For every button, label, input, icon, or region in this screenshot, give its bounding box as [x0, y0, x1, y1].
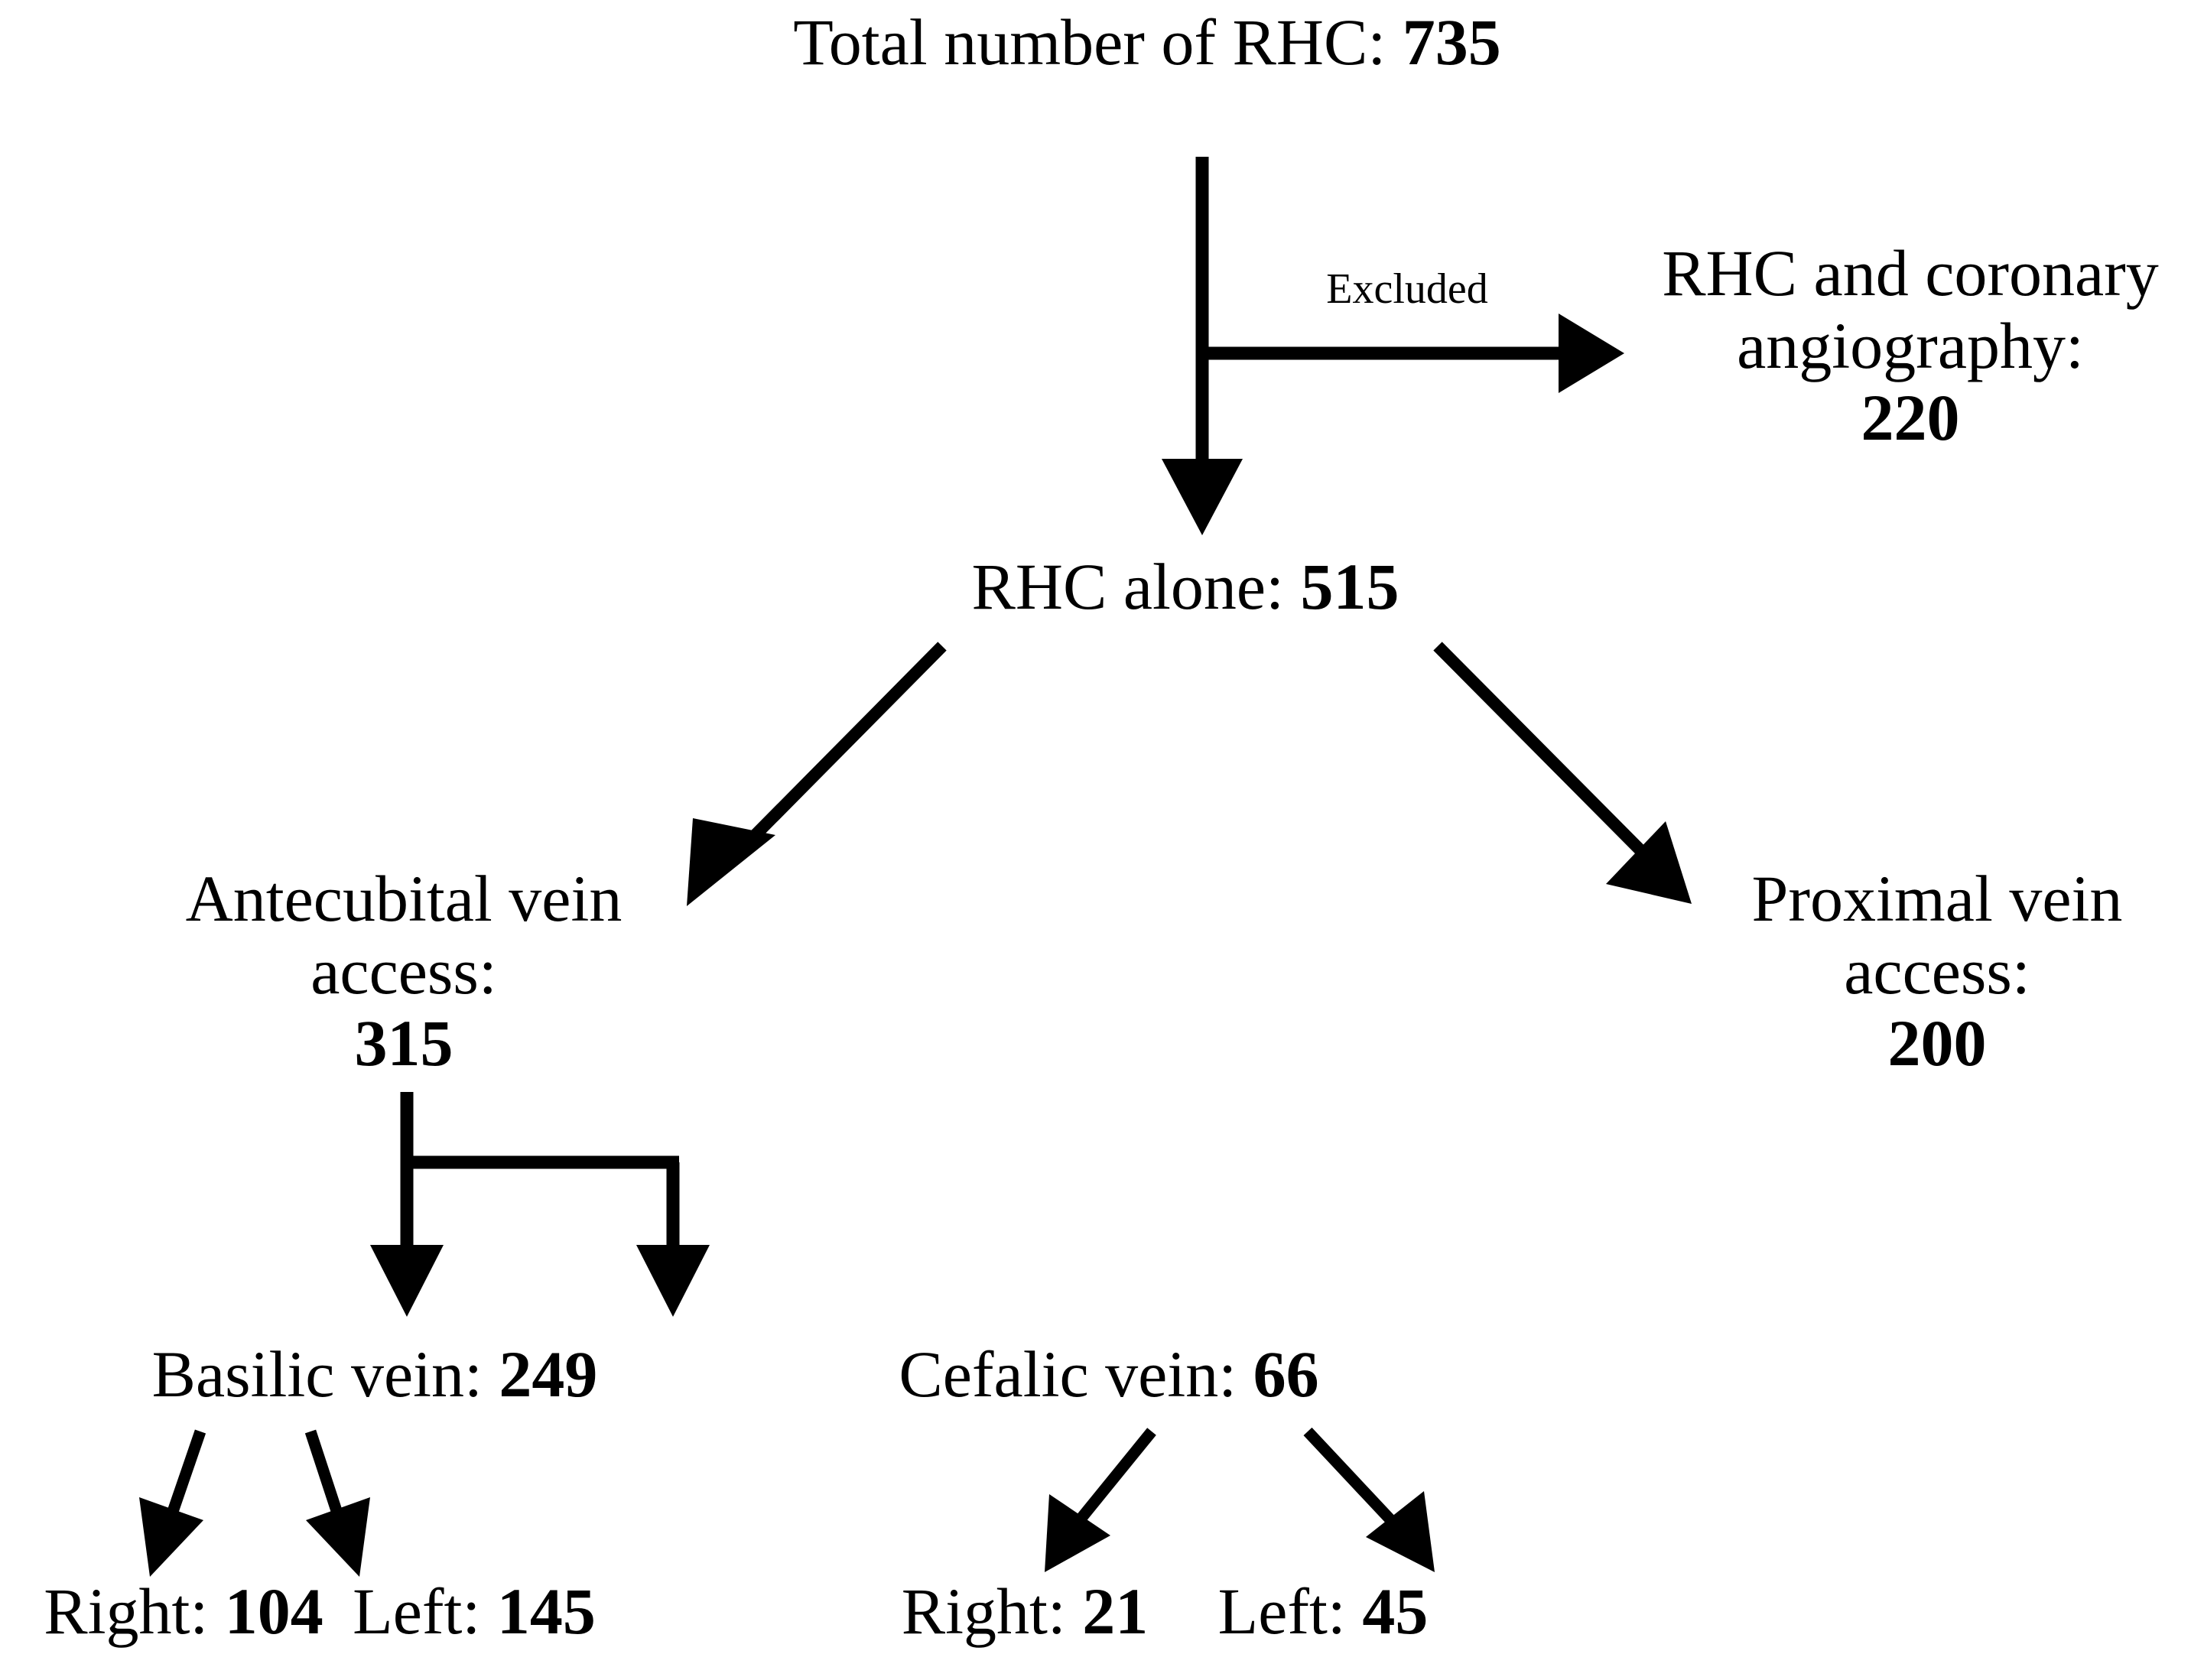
- node-cefalic-left: Left: 45: [1109, 1575, 1537, 1648]
- node-total-rhc-label: Total number of RHC:: [793, 5, 1403, 79]
- node-rhc-coronary-line1: RHC and coronary: [1662, 236, 2159, 310]
- node-basilic-right: Right: 104: [0, 1575, 398, 1648]
- node-rhc-alone-value: 515: [1300, 550, 1399, 623]
- node-basilic-value: 249: [499, 1337, 598, 1411]
- node-basilic-right-value: 104: [224, 1574, 323, 1648]
- node-rhc-coronary-value: 220: [1861, 381, 1960, 455]
- node-basilic-left: Left: 145: [260, 1575, 688, 1648]
- node-basilic-vein: Basilic vein: 249: [31, 1338, 719, 1411]
- node-basilic-right-label: Right:: [44, 1574, 225, 1648]
- edge-total-to-rhc-alone: [1162, 157, 1243, 535]
- node-total-rhc-value: 735: [1402, 5, 1501, 79]
- node-antecubital-line2: access:: [310, 934, 497, 1008]
- node-cefalic-vein: Cefalic vein: 66: [765, 1338, 1453, 1411]
- node-antecubital-vein-access: Antecubital vein access: 315: [113, 863, 694, 1080]
- edge-label-excluded: Excluded: [1269, 265, 1545, 314]
- node-rhc-alone: RHC alone: 515: [841, 551, 1529, 623]
- node-cefalic-label: Cefalic vein:: [899, 1337, 1253, 1411]
- node-antecubital-line1: Antecubital vein: [185, 862, 623, 935]
- node-antecubital-value: 315: [354, 1006, 453, 1080]
- edge-rhc-alone-to-proximal: [1433, 642, 1692, 904]
- node-basilic-left-label: Left:: [353, 1574, 497, 1648]
- edge-cefalic-to-right: [1045, 1428, 1156, 1572]
- node-total-rhc: Total number of RHC: 735: [688, 6, 1606, 79]
- node-basilic-left-value: 145: [496, 1574, 596, 1648]
- node-cefalic-right-label: Right:: [901, 1574, 1083, 1648]
- node-cefalic-right: Right: 21: [811, 1575, 1239, 1648]
- node-basilic-label: Basilic vein:: [151, 1337, 499, 1411]
- node-proximal-value: 200: [1887, 1006, 1987, 1080]
- node-rhc-coronary-line2: angiography:: [1737, 308, 2084, 382]
- node-rhc-alone-label: RHC alone:: [971, 550, 1301, 623]
- edge-label-excluded-text: Excluded: [1326, 265, 1488, 313]
- edge-cefalic-to-left: [1303, 1427, 1435, 1572]
- node-cefalic-left-value: 45: [1362, 1574, 1429, 1648]
- edge-total-to-rhc-coronary: [1202, 314, 1624, 393]
- node-proximal-line1: Proximal vein: [1751, 862, 2123, 935]
- edge-antecubital-split: [370, 1092, 710, 1317]
- node-proximal-line2: access:: [1844, 934, 2030, 1008]
- node-cefalic-value: 66: [1253, 1337, 1319, 1411]
- node-rhc-and-coronary-angiography: RHC and coronary angiography: 220: [1627, 237, 2191, 454]
- edge-basilic-to-right: [139, 1429, 206, 1577]
- edge-basilic-to-left: [304, 1429, 370, 1577]
- node-proximal-vein-access: Proximal vein access: 200: [1681, 863, 2191, 1080]
- node-cefalic-left-label: Left:: [1217, 1574, 1363, 1648]
- edge-rhc-alone-to-antecubital: [687, 642, 947, 906]
- node-cefalic-right-value: 21: [1082, 1574, 1149, 1648]
